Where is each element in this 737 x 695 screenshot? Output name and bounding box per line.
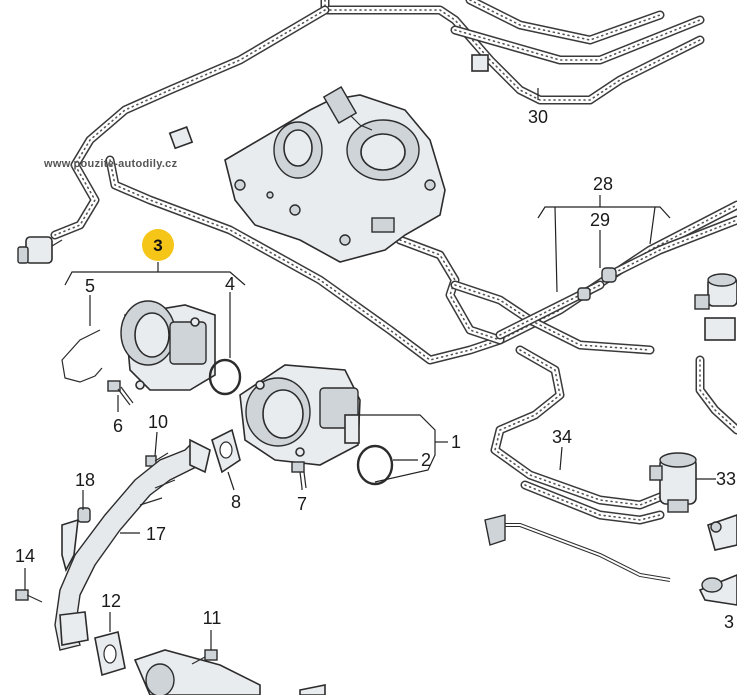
label-5[interactable]: 5 — [85, 276, 95, 296]
gasket-12 — [94, 631, 126, 677]
intake-housing — [224, 86, 446, 263]
label-8[interactable]: 8 — [231, 492, 241, 512]
part-labels: 5 4 6 10 8 7 1 2 18 17 14 12 11 28 29 30… — [15, 107, 736, 632]
throttle-body — [120, 300, 216, 391]
highlighted-part-3[interactable]: 3 — [142, 229, 174, 261]
o-ring-4 — [208, 358, 242, 396]
label-14[interactable]: 14 — [15, 546, 35, 566]
solenoid-upper-right — [694, 273, 737, 341]
label-17[interactable]: 17 — [146, 524, 166, 544]
label-12[interactable]: 12 — [101, 591, 121, 611]
hose-left-long — [50, 5, 330, 240]
label-10[interactable]: 10 — [148, 412, 168, 432]
metal-line — [484, 514, 671, 582]
label-4[interactable]: 4 — [225, 274, 235, 294]
bolt-14 — [15, 589, 43, 603]
vacuum-unit-left — [17, 236, 63, 264]
gasket-5 — [61, 329, 103, 383]
hose-29 — [395, 215, 737, 355]
label-6[interactable]: 6 — [113, 416, 123, 436]
egr-valve — [239, 364, 361, 466]
label-33[interactable]: 33 — [716, 469, 736, 489]
hose-right — [695, 355, 737, 435]
bolt-7 — [291, 461, 307, 489]
bolt-6 — [107, 380, 134, 406]
bolt-10 — [145, 452, 169, 467]
label-2[interactable]: 2 — [421, 450, 431, 470]
hose-34 — [490, 345, 670, 525]
label-18[interactable]: 18 — [75, 470, 95, 490]
label-1[interactable]: 1 — [451, 432, 461, 452]
leader-lines — [24, 88, 716, 650]
hose-30 — [320, 0, 705, 105]
label-28[interactable]: 28 — [593, 174, 613, 194]
highlight-number: 3 — [153, 236, 162, 255]
o-ring-2 — [356, 444, 394, 486]
label-30[interactable]: 30 — [528, 107, 548, 127]
clip-18 — [61, 507, 91, 573]
hose-network — [50, 0, 737, 525]
hose-clips — [168, 54, 617, 301]
solenoid-33 — [649, 452, 697, 513]
label-29[interactable]: 29 — [590, 210, 610, 230]
highlight-circle — [142, 229, 174, 261]
egr-cooler — [133, 649, 326, 695]
label-7[interactable]: 7 — [297, 494, 307, 514]
label-11[interactable]: 11 — [203, 608, 222, 628]
gasket-8 — [211, 428, 241, 474]
watermark-text: www.pouzite-autodily.cz — [43, 158, 178, 170]
bracket-lower-right — [698, 514, 737, 606]
label-34[interactable]: 34 — [552, 427, 572, 447]
egr-pipe-17 — [54, 438, 211, 651]
label-3x[interactable]: 3 — [724, 612, 734, 632]
